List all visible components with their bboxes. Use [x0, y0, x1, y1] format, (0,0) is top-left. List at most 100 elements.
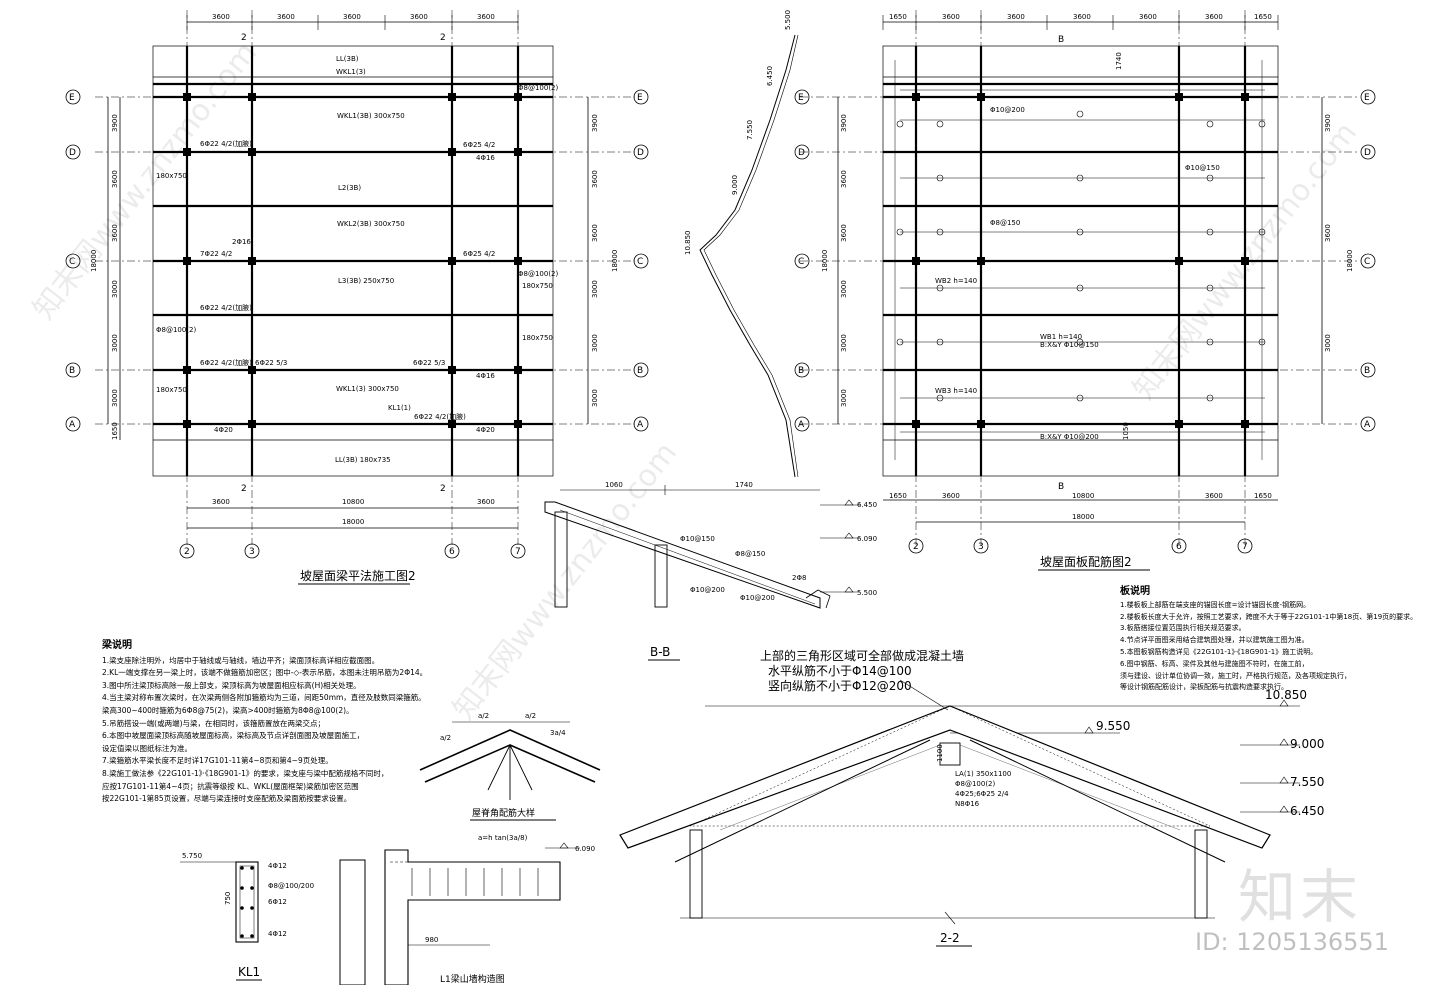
right-side-dim-5: 3000	[840, 334, 848, 352]
beam-label-9: LL(3B) 180x735	[335, 456, 391, 464]
kl1-label-3: 6Φ12	[268, 898, 287, 906]
beam-label-15: 4Φ16	[476, 154, 495, 162]
bb-level-3: 5.500	[857, 589, 877, 597]
bb-level-2: 6.090	[857, 535, 877, 543]
beam-note-10: 8.梁施工做法参《22G101-1》·《18G901-1》的要求，梁支座与梁中配…	[102, 768, 389, 778]
watermark-id: ID: 1205136551	[1195, 928, 1389, 956]
slab-label-8: B:X&Y Φ10@200	[1040, 433, 1099, 441]
section-22: 10.850 9.550 9.000 7.550 6.450 1100 LA(1…	[619, 648, 1324, 947]
slab-notes-heading: 板说明	[1120, 586, 1150, 597]
left-section-mark-top-2: 2	[440, 33, 446, 43]
slab-label-9: 1740	[1115, 52, 1123, 70]
beam-label-30: 6Φ22 4/2(加腋)	[414, 412, 466, 421]
axis-C-right: C	[637, 257, 643, 267]
slab-plan-right: 1650 3600 3600 3600 3600 3600 1650 B	[794, 10, 1376, 571]
beam-plan-title: 坡屋面梁平法施工图2	[300, 568, 416, 583]
beam-label-7: WKL1(3) 300x750	[336, 385, 399, 393]
profile-level-4: 9.000	[731, 175, 739, 195]
axis-E-right: E	[637, 93, 643, 103]
left-section-mark-top-1: 2	[241, 33, 247, 43]
s22-tag-2: Φ8@100(2)	[955, 780, 996, 788]
slab-note-6: 6.图中钢筋、标高、梁件及其他与建施图不符时，在施工前，	[1120, 659, 1309, 668]
raxis-D-left: D	[798, 148, 805, 158]
right-side-dim-4: 3000	[840, 280, 848, 298]
s22-note-1: 上部的三角形区域可全部做成混凝土墙	[760, 648, 964, 663]
left-side-dim-4: 3000	[111, 280, 119, 298]
s22-tag-3: 4Φ25;6Φ25 2/4	[955, 790, 1009, 798]
s22-level-5: 6.450	[1290, 804, 1324, 818]
s22-dim: 1100	[936, 744, 944, 762]
beam-label-25: Φ8@100(2)	[156, 326, 197, 334]
axis-A-left: A	[69, 420, 76, 430]
left-rside-dim-3: 3600	[591, 224, 599, 242]
bb-label-5: Φ10@200	[740, 594, 775, 602]
slab-label-2: WB2 h=140	[935, 277, 977, 285]
left-rside-dim-6: 3000	[591, 389, 599, 407]
left-bot-dim-1: 3600	[212, 498, 230, 506]
right-rside-dim-3: 3600	[1324, 224, 1332, 242]
beam-label-24: Φ8@100(2)	[518, 270, 559, 278]
slab-note-2: 2.楼板板长度大于允许，按照工艺要求，跨度不大于等于22G101-1中第18页、…	[1120, 612, 1418, 621]
beam-note-3: 3.图中所注梁顶标高除一般上部支，梁顶标高为坡屋面相应标高(H)相关处理。	[102, 680, 361, 690]
right-rside-dim-5: 3000	[1324, 334, 1332, 352]
slab-note-3: 3.板筋搭接位置范围执行相关规范要求。	[1120, 624, 1246, 633]
corner-dim-2: a/2	[525, 712, 536, 720]
bb-label-4: 2Φ8	[792, 574, 806, 582]
s22-level-3: 9.000	[1290, 737, 1324, 751]
corner-title: 屋脊角配筋大样	[472, 807, 535, 819]
beam-note-7: 6.本图中坡屋面梁顶标高随坡屋面标高，梁标高及节点详剖面图及坡屋面施工，	[102, 731, 365, 741]
raxis-B-right: B	[1364, 366, 1370, 376]
axis-7-left: 7	[515, 547, 521, 557]
right-top-dim-3: 3600	[1007, 13, 1025, 21]
left-section-mark-bot-1: 2	[241, 484, 247, 494]
profile-level-5: 10.850	[684, 231, 692, 256]
s22-level-2: 9.550	[1096, 719, 1130, 733]
left-rside-dim-1: 3900	[591, 114, 599, 132]
beam-note-11: 应按17G101-11第4~4页；抗震等级按 KL、WKL(屋面框架)梁筋加密区…	[102, 781, 359, 791]
beam-label-28: 180x750	[522, 334, 553, 342]
raxis-B-left: B	[798, 366, 804, 376]
axis-D-right: D	[637, 148, 644, 158]
raxis-7: 7	[1242, 542, 1248, 552]
slab-note-8: 等设计钢筋配筋设计，梁板配筋与抗震构造要求执行。	[1120, 683, 1288, 692]
s22-tag-1: LA(1) 350x1100	[955, 770, 1011, 778]
beam-label-14: 6Φ25 4/2	[463, 141, 495, 149]
left-bot-total: 18000	[342, 518, 364, 526]
bb-title: B-B	[650, 645, 670, 659]
l1-title: L1梁山墙构造图	[440, 973, 505, 985]
profile-level-2: 6.450	[766, 66, 774, 86]
left-rside-total: 18000	[611, 250, 619, 272]
left-side-total: 18000	[90, 250, 98, 272]
kl1-level: 5.750	[182, 852, 202, 860]
beam-label-26: 180x750	[156, 172, 187, 180]
left-bot-dim-3: 3600	[477, 498, 495, 506]
slab-label-6: Φ10@150	[1185, 164, 1220, 172]
corner-dim-1: a/2	[478, 712, 489, 720]
beam-label-21: 4Φ20	[214, 426, 233, 434]
axis-D-left: D	[69, 148, 76, 158]
l1-detail: 6.090 980 L1梁山墙构造图	[339, 842, 595, 985]
slab-note-5: 5.本图板钢筋构造详见《22G101-1》·《18G901-1》施工说明。	[1120, 647, 1318, 656]
raxis-A-left: A	[798, 420, 805, 430]
axis-6-left: 6	[449, 547, 455, 557]
right-top-dim-4: 3600	[1073, 13, 1091, 21]
left-rside-dim-5: 3000	[591, 334, 599, 352]
right-side-total: 18000	[821, 250, 829, 272]
bb-label-3: Φ10@200	[690, 586, 725, 594]
section-bb: 1060 1740 6.450 6.090 5.500 Φ10@150 Φ8@1…	[544, 481, 877, 661]
right-side-dim-3: 3600	[840, 224, 848, 242]
slab-note-4: 4.节点详平面图采用结合建筑图处理，并以建筑施工图为准。	[1120, 636, 1309, 645]
left-rside-dim-2: 3600	[591, 170, 599, 188]
bb-dim-1: 1060	[605, 481, 623, 489]
kl1-title: KL1	[238, 965, 260, 979]
bb-label-2: Φ8@150	[735, 550, 765, 558]
beam-label-12: 6Φ22 4/2(加腋)	[200, 358, 252, 367]
slab-notes: 板说明 1.楼板板上部筋在端支座的锚固长度=设计锚固长度-钢筋网。 2.楼板板长…	[1120, 586, 1420, 694]
beam-note-12: 按22G101-1第85页设置，尽端与梁连接时支座配筋及梁面筋按要求设置。	[102, 794, 352, 804]
bb-dim-2: 1740	[735, 481, 753, 489]
beam-notes-heading: 梁说明	[102, 640, 132, 651]
beam-note-4: 4.当主梁对称布置次梁时，在次梁两侧各附加箍筋均为三道，间距50mm，直径及肢数…	[102, 693, 426, 703]
kl1-section: 5.750 Φ8@100/200 4Φ12 6Φ12 4Φ12 750 KL1	[180, 852, 314, 981]
axis-A-right: A	[637, 420, 644, 430]
